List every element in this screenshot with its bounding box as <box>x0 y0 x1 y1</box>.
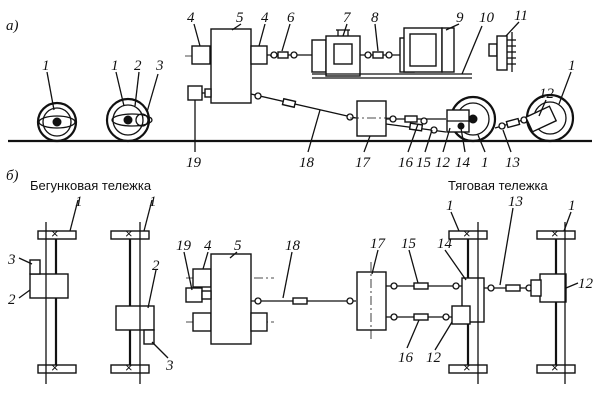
traction-wheel-1 <box>446 95 497 143</box>
callout-a-20: 15 <box>416 155 432 171</box>
axle-gearbox-2-left <box>29 273 69 299</box>
callout-b-17: 1 <box>568 198 576 214</box>
gearbox-5 <box>210 28 252 104</box>
svg-text:×: × <box>125 360 133 375</box>
bearing-4-plan <box>192 268 212 288</box>
trailing-axle-2: × × <box>110 222 155 384</box>
callout-b-16: 13 <box>508 194 523 210</box>
engine-flange <box>311 39 327 73</box>
svg-text:×: × <box>551 226 559 241</box>
traction-axle-2: × × <box>530 222 576 384</box>
callout-b-5: 2 <box>152 258 160 274</box>
traction-wheel-2 <box>524 93 575 143</box>
traction-axle-1: × × <box>448 222 488 384</box>
callout-b-15: 14 <box>437 236 453 252</box>
callout-a-23: 1 <box>481 155 489 171</box>
leaders-a <box>46 21 572 153</box>
leaders-b <box>18 199 579 359</box>
callout-b-11: 17 <box>370 236 387 252</box>
callout-a-7: 4 <box>261 10 269 26</box>
callout-b-1: 1 <box>75 194 83 210</box>
gearbox-5-plan <box>210 253 252 345</box>
panel-b-label: б) <box>6 168 19 184</box>
axle-gearbox-2-right <box>115 305 155 331</box>
radiator-11 <box>488 32 516 72</box>
callout-a-18: 17 <box>355 155 372 171</box>
pump-19 <box>187 85 203 101</box>
reducer-17-plan <box>356 271 387 331</box>
callout-b-13: 16 <box>398 350 414 366</box>
callout-b-3: 3 <box>7 252 16 268</box>
wheel-2-with-generator <box>105 97 153 143</box>
callout-a-11: 9 <box>456 10 464 26</box>
callout-a-10: 8 <box>371 10 379 26</box>
callout-a-16: 19 <box>186 155 202 171</box>
callout-a-8: 6 <box>287 10 295 26</box>
callout-b-19: 12 <box>426 350 442 366</box>
svg-text:×: × <box>125 226 133 241</box>
panel-a-label: а) <box>6 18 19 34</box>
callout-b-8: 4 <box>204 238 212 254</box>
trailing-bogie-title: Бегунковая тележка <box>30 178 152 193</box>
wheel-1-left <box>36 101 78 143</box>
trailing-axle-1: × × <box>29 222 77 384</box>
callout-b-7: 19 <box>176 238 192 254</box>
callout-a-1: 1 <box>42 58 50 74</box>
callout-b-10: 18 <box>285 238 301 254</box>
callout-b-12: 15 <box>401 236 417 252</box>
callout-a-19: 16 <box>398 155 414 171</box>
callout-a-5: 4 <box>187 10 195 26</box>
callout-a-12: 10 <box>479 10 495 26</box>
callout-a-14: 12 <box>539 86 555 102</box>
callout-a-15: 1 <box>568 58 576 74</box>
callout-b-18: 12 <box>578 276 594 292</box>
callout-a-21: 12 <box>435 155 451 171</box>
callout-b-2: 1 <box>149 194 157 210</box>
callout-a-2: 1 <box>111 58 119 74</box>
callout-b-4: 2 <box>8 292 16 308</box>
svg-text:×: × <box>463 226 471 241</box>
bearing-4-right <box>250 45 268 65</box>
callout-a-22: 14 <box>455 155 471 171</box>
callout-a-4: 3 <box>155 58 164 74</box>
callout-a-9: 7 <box>343 10 352 26</box>
callout-a-6: 5 <box>236 10 244 26</box>
reducer-17 <box>356 100 387 137</box>
callout-a-3: 2 <box>134 58 142 74</box>
axle-gearbox-12 <box>539 273 567 303</box>
cardan-shaft-18 <box>250 93 357 119</box>
callout-b-14: 1 <box>446 198 454 214</box>
callout-a-13: 11 <box>514 8 528 24</box>
traction-bogie-title: Тяговая тележка <box>448 178 549 193</box>
svg-text:×: × <box>51 360 59 375</box>
bearing-4-left <box>191 45 211 65</box>
callout-a-17: 18 <box>299 155 315 171</box>
callout-b-9: 5 <box>234 238 242 254</box>
pump-19-plan <box>185 287 203 303</box>
callout-b-6: 3 <box>165 358 174 374</box>
svg-text:×: × <box>463 360 471 375</box>
svg-text:×: × <box>51 226 59 241</box>
svg-text:×: × <box>551 360 559 375</box>
callout-a-24: 13 <box>505 155 520 171</box>
